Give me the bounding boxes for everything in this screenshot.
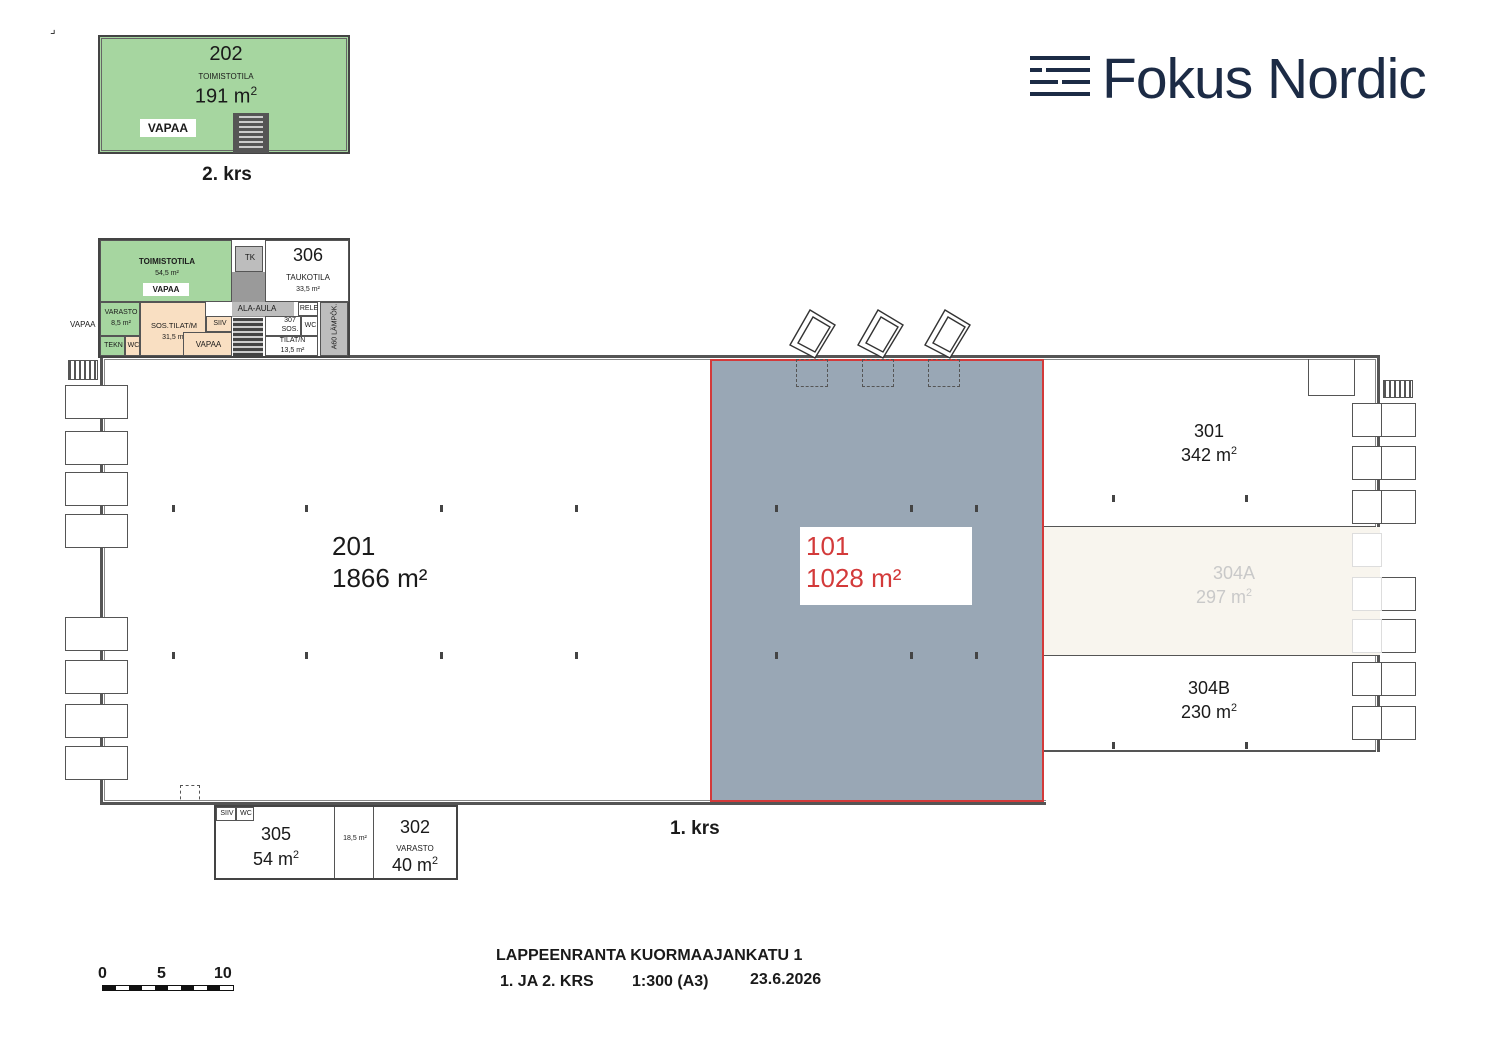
room-304a-area: 297 m2 [1195, 587, 1253, 607]
room-varasto[interactable]: VARASTO 8,5 m² [100, 302, 140, 336]
room-302[interactable]: 302 VARASTO 40 m2 [374, 807, 456, 878]
small-area: 18,5 m² [343, 835, 367, 842]
room-201[interactable]: 201 1866 m² [104, 359, 710, 801]
room-tk[interactable]: TK [235, 246, 263, 272]
wc-top-label: WC [304, 322, 317, 329]
scale-label-10: 10 [214, 965, 232, 982]
room-305-number: 305 [260, 824, 292, 844]
room-vapaa-mid[interactable]: VAPAA [183, 332, 232, 356]
floor1-caption: 1. krs [670, 818, 720, 839]
varasto-area: 8,5 m² [111, 320, 131, 327]
room-101-number: 101 [806, 531, 850, 561]
room-306-area: 33,5 m² [296, 286, 320, 293]
room-307-type2: TILAT/N [279, 337, 306, 344]
sos-m-area: 31,5 m² [162, 334, 186, 341]
brand-name: Fokus Nordic [1102, 47, 1427, 111]
room-tekn[interactable]: TEKN [100, 336, 125, 356]
room-306-type: TAUKOTILA [286, 273, 330, 282]
room-202-area: 191 m2 [194, 84, 258, 108]
room-201-number: 201 [332, 531, 376, 561]
scale-label-5: 5 [157, 965, 166, 982]
rele-label: RELE [299, 305, 319, 312]
corner-mark: ⌟ [50, 22, 56, 36]
room-siiv-top[interactable]: SIIV [206, 316, 232, 332]
room-301-number: 301 [1193, 421, 1225, 441]
truck-bays [789, 309, 971, 359]
room-304b-number: 304B [1187, 678, 1231, 698]
room-307[interactable]: 307 SOS. [265, 316, 301, 336]
wc-left-label: WC [127, 342, 140, 349]
room-office-545[interactable]: TOIMISTOTILA 54,5 m² VAPAA [100, 240, 232, 302]
room-306[interactable]: 306 TAUKOTILA 33,5 m² [265, 240, 349, 302]
room-rele[interactable]: RELE [298, 302, 318, 316]
stairs-steps [239, 115, 263, 151]
fokus-nordic-logo-icon [1030, 56, 1090, 102]
room-202-type: TOIMISTOTILA [198, 72, 254, 81]
vapaa-mid-label: VAPAA [195, 340, 222, 349]
status-badge: VAPAA [140, 119, 196, 137]
title-floors: 1. JA 2. KRS [500, 973, 594, 990]
room-305-area: 54 m2 [252, 849, 300, 869]
stairs-annex [233, 318, 263, 356]
room-301-area: 342 m2 [1180, 445, 1238, 465]
wc-bottom-label: WC [240, 810, 252, 817]
bottom-annex [214, 805, 458, 880]
room-wc-bottom[interactable]: WC [236, 807, 254, 821]
scale-label-0: 0 [98, 965, 107, 982]
room-307-type: SOS. [281, 326, 299, 333]
office-status: VAPAA [143, 283, 189, 296]
title-date: 23.6.2026 [750, 971, 822, 988]
room-101-area: 1028 m² [806, 563, 902, 593]
office-area: 54,5 m² [155, 270, 179, 277]
room-302-type: VARASTO [396, 844, 434, 853]
varasto-type: VARASTO [104, 309, 138, 316]
ala-aula-label: ALA-AULA [237, 304, 277, 313]
room-wc-left[interactable]: WC [125, 336, 140, 356]
tekn-label: TEKN [104, 342, 123, 349]
room-201-area: 1866 m² [332, 563, 428, 593]
room-301[interactable]: 301 342 m2 [1044, 359, 1376, 527]
title-scale: 1:300 (A3) [632, 973, 709, 990]
sos-m-type: SOS.TILAT/M [150, 321, 198, 330]
room-202[interactable]: 202 TOIMISTOTILA 191 m2 VAPAA [98, 35, 350, 154]
room-304b-area: 230 m2 [1180, 702, 1238, 722]
title-address: LAPPEENRANTA KUORMAAJANKATU 1 [496, 947, 803, 964]
room-305[interactable]: 305 54 m2 [216, 821, 334, 878]
room-307-number: 307 [284, 317, 296, 324]
room-202-number: 202 [209, 43, 243, 65]
tk-label: TK [244, 253, 256, 262]
ala-aula[interactable]: ALA-AULA [232, 302, 294, 316]
room-siiv-bottom[interactable]: SIIV [216, 807, 236, 821]
room-306-number: 306 [292, 245, 324, 265]
room-101-label-box [800, 527, 972, 605]
siiv-top-label: SIIV [213, 320, 227, 327]
a60-label: A60 LÄMPÖK. [331, 303, 339, 350]
room-307-tilat[interactable]: TILAT/N 13,5 m² [265, 336, 318, 356]
room-304a-number: 304A [1212, 563, 1256, 583]
floor2-caption: 2. krs [202, 164, 252, 185]
vapaa-left: VAPAA [70, 320, 96, 329]
room-304b[interactable]: 304B 230 m2 [1044, 656, 1376, 752]
room-302-number: 302 [399, 817, 431, 837]
room-304a[interactable]: 304A 297 m2 [1044, 527, 1380, 656]
scale-bar [102, 985, 234, 991]
siiv-bottom-label: SIIV [220, 810, 234, 817]
room-307-area: 13,5 m² [280, 347, 305, 354]
room-small-185[interactable]: 18,5 m² [334, 807, 374, 878]
room-302-area: 40 m2 [391, 855, 439, 875]
room-wc-top[interactable]: WC [301, 316, 318, 336]
room-lampok[interactable]: A60 LÄMPÖK. [320, 302, 348, 356]
room-101[interactable]: 101 1028 m² [710, 359, 1044, 802]
office-type: TOIMISTOTILA [138, 257, 196, 266]
building-notch [1046, 752, 1384, 808]
